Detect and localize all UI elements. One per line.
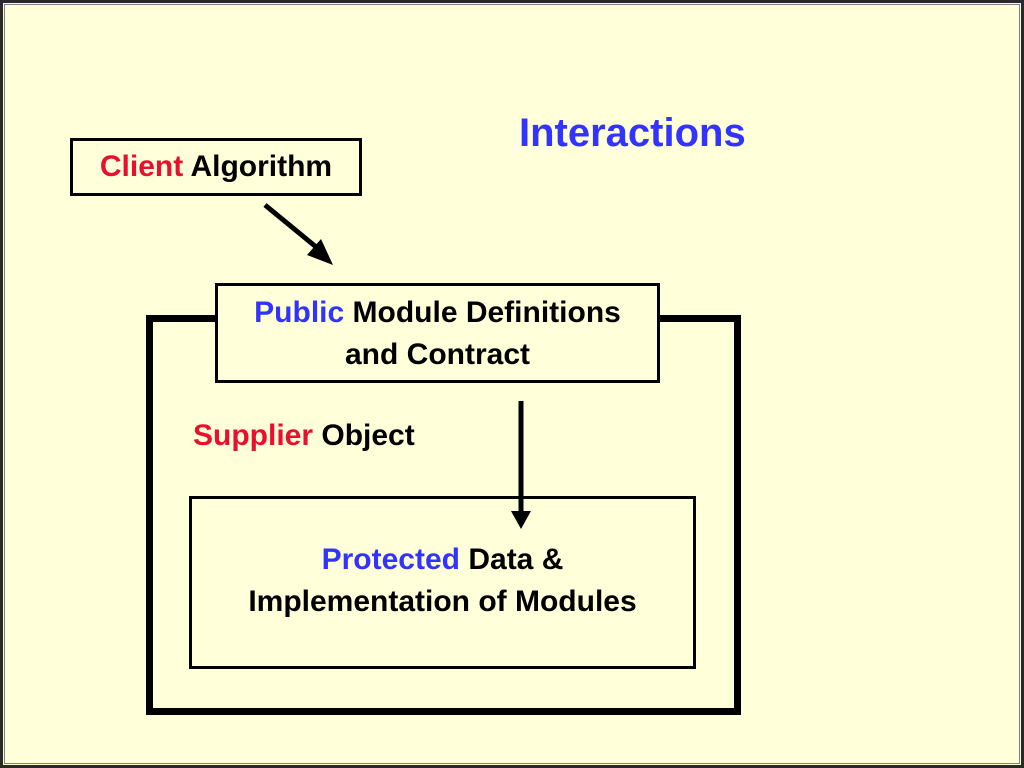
slide-title: Interactions <box>519 111 746 155</box>
protected-box-line-1-text: Data & <box>468 543 564 576</box>
protected-box-line-2: Implementation of Modules <box>248 585 637 618</box>
protected-data-box: Protected Data & Implementation of Modul… <box>189 496 696 669</box>
public-arrow-head <box>511 511 531 529</box>
public-to-protected-arrow <box>511 401 531 529</box>
public-box-line-1: Public Module Definitions <box>218 292 657 334</box>
public-keyword: Public <box>254 296 345 329</box>
supplier-label-text: Object <box>321 419 415 452</box>
arrows-layer <box>263 203 531 529</box>
client-arrow-head <box>307 239 333 265</box>
public-box-line-2: and Contract <box>344 338 530 371</box>
client-algorithm-box: Client Algorithm <box>70 138 362 196</box>
protected-keyword: Protected <box>321 543 460 576</box>
public-module-box: Public Module Definitions and Contract <box>215 283 660 383</box>
protected-box-line-1: Protected Data & <box>192 539 693 581</box>
client-to-public-arrow <box>263 203 333 265</box>
public-box-line-1-text: Module Definitions <box>352 296 621 329</box>
client-arrow-shaft <box>263 203 323 253</box>
supplier-keyword: Supplier <box>193 419 314 452</box>
client-keyword: Client <box>99 150 184 183</box>
client-box-text: Algorithm <box>190 150 333 183</box>
supplier-object-label: Supplier Object <box>193 419 415 453</box>
